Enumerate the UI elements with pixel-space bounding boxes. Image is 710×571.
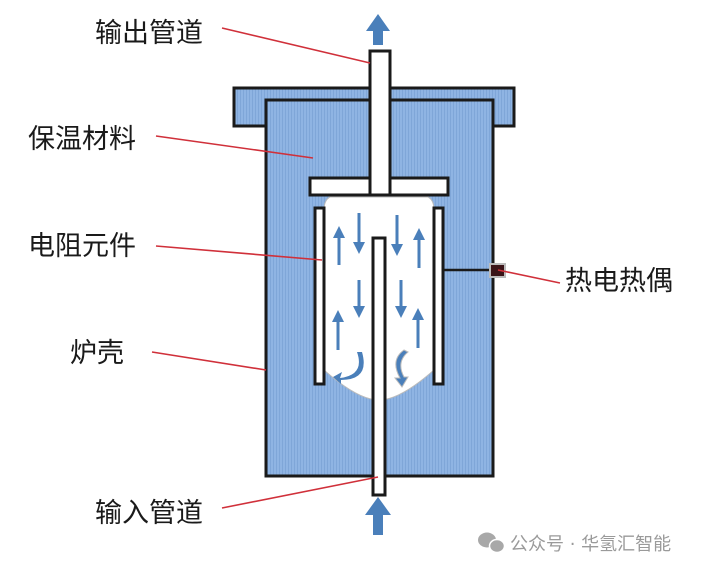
inlet-pipe [371, 236, 387, 497]
leader-inlet [221, 476, 379, 509]
thermocouple-sensor [489, 263, 506, 278]
heating-element-right [432, 206, 445, 386]
swirl-arrow-right-icon [393, 349, 409, 388]
leader-thermocouple [497, 269, 561, 284]
label-insulation: 保温材料 [28, 124, 136, 155]
inlet-arrow-icon [365, 497, 391, 535]
outlet-arrow-icon [366, 14, 390, 45]
leader-element [155, 245, 323, 261]
outlet-pipe [368, 49, 392, 197]
gas-flow-arrows [332, 213, 425, 350]
heating-element-left [313, 206, 326, 386]
leader-shell [151, 351, 267, 371]
label-resistance-element: 电阻元件 [28, 231, 136, 262]
leader-insulation [155, 135, 314, 159]
swirl-arrow-left-icon [333, 352, 364, 384]
watermark-text: 公众号 · 华氢汇智能 [510, 534, 671, 555]
leader-outlet [221, 27, 371, 64]
label-thermocouple: 热电热偶 [565, 266, 673, 297]
label-outlet-pipe: 输出管道 [95, 18, 203, 49]
wechat-icon [478, 532, 506, 554]
label-furnace-shell: 炉壳 [70, 338, 124, 369]
label-inlet-pipe: 输入管道 [95, 498, 203, 529]
